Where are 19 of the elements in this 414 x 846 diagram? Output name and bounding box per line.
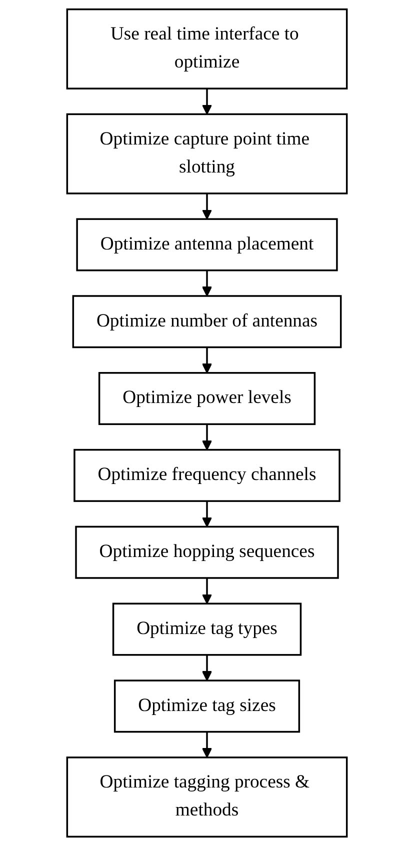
arrow (202, 347, 212, 374)
arrow (202, 501, 212, 528)
node-box: Optimize tagging process & methods (66, 756, 348, 838)
node-box: Optimize tag sizes (114, 680, 300, 733)
node-box: Optimize hopping sequences (75, 526, 339, 579)
node-box: Optimize frequency channels (74, 448, 340, 502)
node-box: Use real time interface to optimize (66, 8, 348, 90)
arrow (202, 424, 212, 450)
node-box: Optimize antenna placement (76, 218, 338, 272)
node-box: Optimize power levels (98, 372, 316, 426)
arrow (202, 732, 212, 758)
arrow (202, 88, 212, 115)
arrow (202, 654, 212, 681)
arrow (202, 578, 212, 604)
node-box: Optimize capture point time slotting (66, 113, 348, 194)
arrow (202, 193, 212, 220)
node-box: Optimize tag types (112, 602, 302, 656)
arrow (202, 270, 212, 296)
node-box: Optimize number of antennas (72, 295, 342, 348)
